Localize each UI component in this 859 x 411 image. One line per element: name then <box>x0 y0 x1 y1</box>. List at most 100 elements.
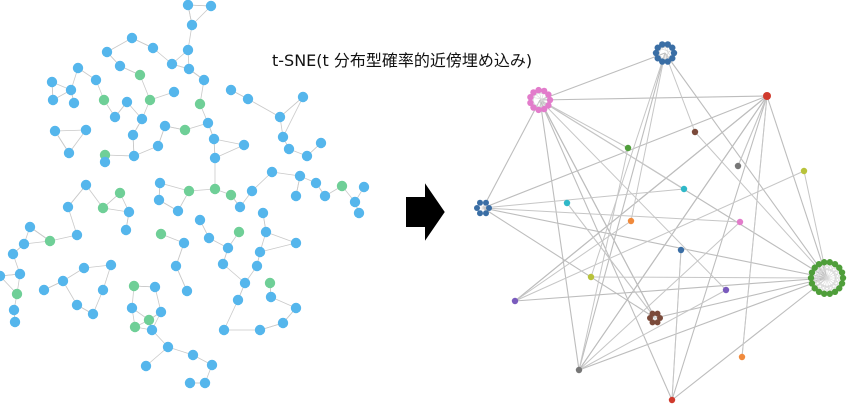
left-graph-node <box>266 166 278 178</box>
left-graph-node <box>7 248 19 260</box>
left-graph-node <box>162 341 174 353</box>
left-graph-node <box>184 377 196 389</box>
left-graph-node <box>147 42 159 54</box>
left-graph-node <box>239 277 251 289</box>
transform-arrow <box>404 176 448 248</box>
left-graph-edge <box>223 299 239 331</box>
left-graph-node <box>277 317 289 329</box>
right-graph-edge <box>539 99 685 190</box>
left-graph-node <box>353 207 365 219</box>
right-graph-edge <box>766 95 828 279</box>
left-graph-node <box>297 91 309 103</box>
left-graph-node <box>98 94 110 106</box>
diagram-title: t-SNE(t 分布型確率的近傍埋め込み) <box>272 51 533 70</box>
right-graph-edge <box>578 277 828 371</box>
left-graph-node <box>274 111 286 123</box>
navy-cluster-node <box>477 210 483 217</box>
green-cluster-edge <box>814 262 825 289</box>
right-graph-edge <box>539 99 629 149</box>
left-graph-node <box>186 19 198 31</box>
right-graph-edge <box>578 221 741 371</box>
left-graph-node <box>264 277 276 289</box>
blue-cluster-node <box>664 58 671 65</box>
left-graph-node <box>62 201 74 213</box>
left-graph-node <box>71 229 83 241</box>
right-graph-edge <box>539 99 727 291</box>
left-graph-node <box>183 185 195 197</box>
left-graph-node <box>166 58 178 70</box>
left-graph-edge <box>214 144 245 159</box>
left-graph-node <box>114 60 126 72</box>
right-graph-edge <box>539 52 666 101</box>
left-graph-node <box>254 246 266 258</box>
blue-cluster-node <box>664 41 671 48</box>
left-graph-node <box>68 97 80 109</box>
left-graph-node <box>105 259 117 271</box>
pink-cluster-node <box>545 102 552 109</box>
left-graph-node <box>179 124 191 136</box>
left-graph-node <box>80 124 92 136</box>
left-graph-node <box>265 291 277 303</box>
left-graph-node <box>233 226 245 238</box>
left-graph-node <box>24 221 36 233</box>
left-graph-node <box>38 284 50 296</box>
pink-cluster-node <box>540 87 548 95</box>
left-graph-node <box>11 288 23 300</box>
left-graph-node <box>14 268 26 280</box>
left-graph-node <box>251 260 263 272</box>
left-graph-node <box>246 185 258 197</box>
right-graph-node <box>587 273 595 281</box>
green-cluster-node <box>821 259 828 266</box>
right-graph-edge <box>671 249 682 401</box>
left-graph-node <box>206 359 218 371</box>
right-graph-node <box>563 199 571 207</box>
left-graph-node <box>277 131 289 143</box>
left-graph-node <box>9 316 21 328</box>
right-graph-edge <box>514 95 768 302</box>
left-graph-node <box>310 177 322 189</box>
left-graph-edge <box>259 242 297 253</box>
left-graph-node <box>209 152 221 164</box>
left-graph-node <box>80 179 92 191</box>
left-graph-node <box>203 232 215 244</box>
blue-cluster-node <box>669 44 676 51</box>
left-graph-nodes <box>0 0 370 389</box>
right-graph-node <box>691 128 699 136</box>
blue-cluster-node <box>652 49 660 57</box>
left-graph-node <box>46 76 58 88</box>
pink-cluster-node <box>535 86 542 94</box>
left-graph-node <box>154 177 166 189</box>
right-graph-node <box>800 167 808 175</box>
left-graph-node <box>153 194 165 206</box>
brown-cluster-node <box>647 315 653 321</box>
green-cluster-edge <box>811 272 843 284</box>
left-graph-node <box>358 181 370 193</box>
pink-cluster-node <box>546 96 554 104</box>
left-graph-node <box>65 84 77 96</box>
left-graph-node <box>222 242 234 254</box>
brown-cluster-node <box>654 310 661 317</box>
right-graph-edge <box>671 277 828 401</box>
left-graph-node <box>315 137 327 149</box>
right-graph-edge <box>539 99 580 371</box>
navy-cluster-node <box>486 205 492 211</box>
left-graph-node <box>47 94 59 106</box>
left-graph-node <box>194 214 206 226</box>
green-cluster-node <box>831 260 839 268</box>
left-graph-node <box>97 202 109 214</box>
green-cluster-node <box>821 290 828 297</box>
left-graph-node <box>168 86 180 98</box>
brown-cluster-node <box>657 315 663 321</box>
pink-cluster-node <box>527 99 534 107</box>
pink-cluster-node <box>527 93 534 101</box>
left-graph-node <box>217 258 229 270</box>
left-graph-node <box>257 207 269 219</box>
right-graph-nodes <box>474 41 847 404</box>
left-graph-node <box>126 302 138 314</box>
left-graph-node <box>0 270 6 282</box>
blue-cluster-node <box>670 49 678 57</box>
left-graph-node <box>97 284 109 296</box>
left-graph-node <box>72 62 84 74</box>
brown-cluster-node <box>654 319 661 326</box>
